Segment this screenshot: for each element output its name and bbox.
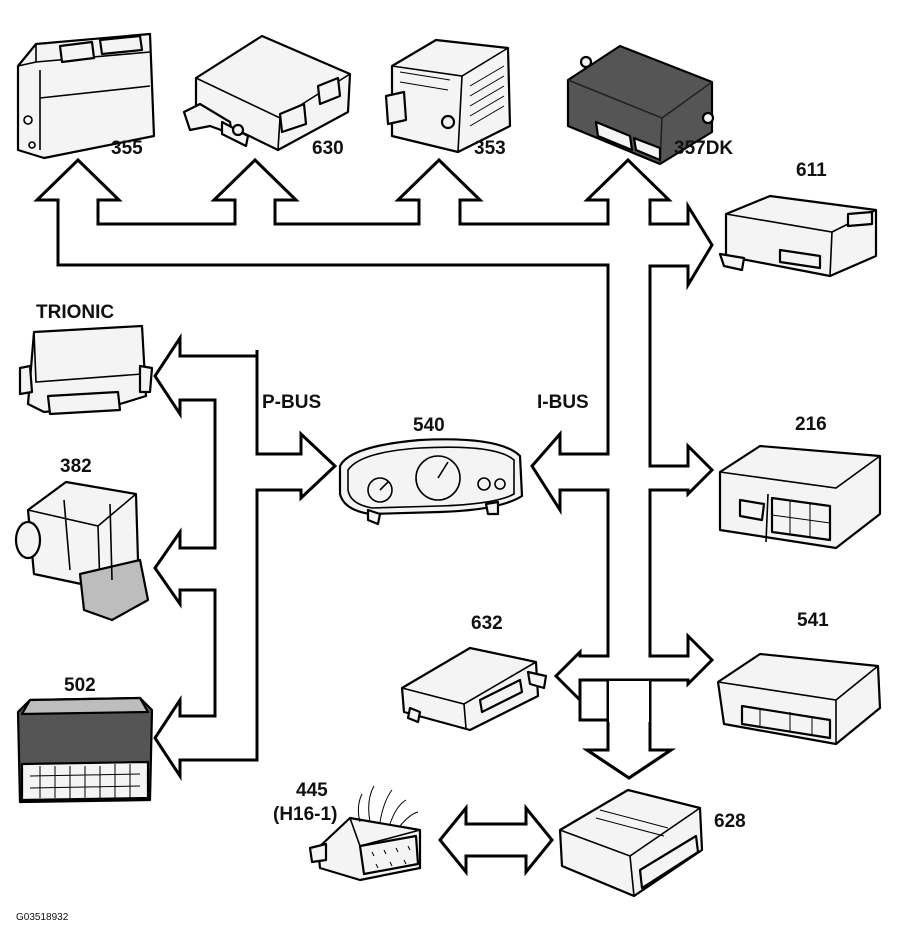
module-540 <box>338 438 524 526</box>
module-502 <box>16 696 154 804</box>
label-382: 382 <box>60 456 92 477</box>
label-628: 628 <box>714 811 746 832</box>
module-628 <box>558 788 704 898</box>
p-bus-network <box>153 332 338 782</box>
i-bus-network <box>33 157 715 780</box>
module-353 <box>384 38 512 154</box>
label-632: 632 <box>471 613 503 634</box>
label-445-sub: (H16-1) <box>273 804 337 825</box>
label-540: 540 <box>413 415 445 436</box>
label-357dk: 357DK <box>674 138 733 159</box>
label-355: 355 <box>111 138 143 159</box>
label-353: 353 <box>474 138 506 159</box>
module-216 <box>718 444 882 550</box>
figure-reference: G03518932 <box>16 912 69 923</box>
module-382 <box>14 480 150 622</box>
module-541 <box>716 652 882 746</box>
module-611 <box>718 194 878 278</box>
label-i-bus: I-BUS <box>537 392 589 413</box>
label-630: 630 <box>312 138 344 159</box>
label-541: 541 <box>797 610 829 631</box>
p-bus-arrows <box>153 332 338 782</box>
module-355 <box>16 32 156 160</box>
label-445: 445 <box>296 780 328 801</box>
label-216: 216 <box>795 414 827 435</box>
label-trionic: TRIONIC <box>36 302 114 323</box>
module-632 <box>400 646 548 732</box>
module-445 <box>308 785 422 882</box>
label-502: 502 <box>64 675 96 696</box>
module-357dk <box>566 44 715 166</box>
label-p-bus: P-BUS <box>262 392 321 413</box>
module-630 <box>182 34 352 152</box>
i-bus-top-arrows <box>33 157 715 722</box>
arrow-445-628 <box>438 803 554 877</box>
label-611: 611 <box>796 160 827 181</box>
module-trionic <box>18 324 154 416</box>
